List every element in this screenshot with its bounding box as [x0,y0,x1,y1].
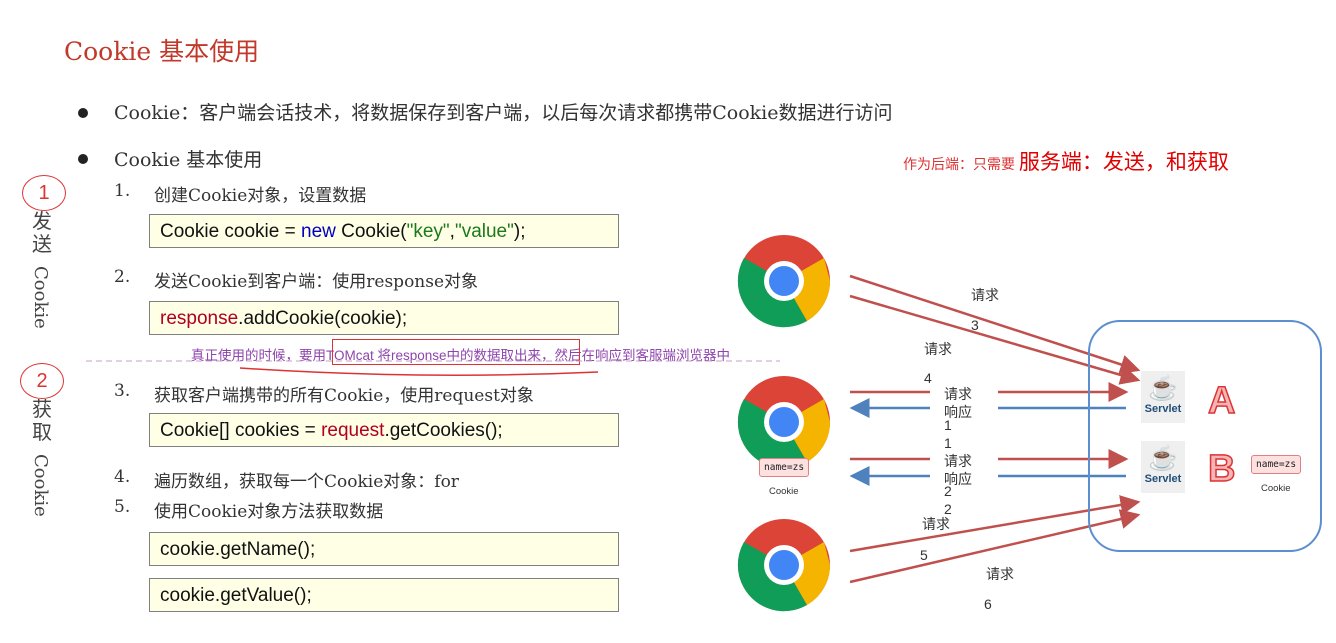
server-cookie-caption: Cookie [1261,483,1291,494]
request-arrow-3 [849,274,1141,375]
label-response-a: 响应 [944,404,972,420]
code-text: Cookie( [335,221,407,242]
code-get-name: cookie.getName(); [149,532,619,566]
char: 送 [32,232,52,256]
code-object: response [160,308,239,329]
code-object: request [321,420,385,441]
chrome-browser-icon-middle [737,376,831,469]
label-request-a: 请求 [944,386,972,402]
step-number: 2. [114,267,131,287]
backend-note-emphasis: 服务端：发送，和获取 [1018,151,1229,174]
bullet-dot [78,108,88,118]
code-create-cookie: Cookie cookie = new Cookie("key","value"… [149,214,619,248]
chrome-browser-icon-bottom [737,519,831,612]
char: 发 [32,209,52,233]
servlet-label: Servlet [1144,403,1182,415]
request-arrow-4 [849,294,1141,385]
servlet-b-letter: B [1207,447,1236,491]
bullet-definition: Cookie：客户端会话技术，将数据保存到客户端，以后每次请求都携带Cookie… [114,102,893,124]
marker-1-cookie: Cookie [30,266,51,329]
marker-2-cookie: Cookie [30,454,51,517]
code-text: .addCookie(cookie); [238,308,408,329]
step-number: 3. [114,381,131,401]
request-arrow-5 [849,495,1141,553]
label-num-2b: 2 [944,501,952,517]
server-container [1088,320,1322,552]
servlet-a: ☕ Servlet [1141,371,1185,423]
label-num-1b: 1 [944,435,952,451]
servlet-a-letter: A [1207,379,1236,423]
step-number: 4. [114,467,131,487]
label-num-1a: 1 [944,417,952,433]
label-num-5: 5 [920,547,928,563]
code-keyword: new [301,221,336,242]
label-num-6: 6 [984,596,992,612]
label-num-3: 3 [971,317,979,333]
separator-underline [239,367,599,376]
page-title: Cookie 基本使用 [64,37,260,66]
backend-note-prefix: 作为后端：只需要 [903,156,1019,172]
label-request-bottom-b: 请求 [986,566,1014,582]
code-add-cookie: response.addCookie(cookie); [149,301,619,335]
step-number: 5. [114,497,131,517]
code-text: Cookie cookie = [160,221,301,242]
code-get-value: cookie.getValue(); [149,578,619,612]
char: 获 [32,397,52,421]
marker-2: 2 [20,363,64,399]
java-cup-icon: ☕ [1148,444,1178,472]
bullet-basic-usage: Cookie 基本使用 [114,149,263,171]
code-string: "key" [406,221,450,242]
java-cup-icon: ☕ [1148,374,1178,402]
bullet-dot [78,154,88,164]
label-request-bottom-a: 请求 [922,516,950,532]
label-response-b: 响应 [944,471,972,487]
backend-note: 作为后端：只需要 服务端：发送，和获取 [903,146,1229,176]
step-send-cookie: 发送Cookie到客户端：使用response对象 [154,272,479,292]
browser-cookie-caption: Cookie [769,486,799,497]
label-request-top: 请求 [971,287,999,303]
label-num-2a: 2 [944,483,952,499]
marker-1-chars: 发 送 [32,210,52,256]
step-create-cookie: 创建Cookie对象，设置数据 [154,186,367,206]
marker-2-chars: 获 取 [32,398,52,444]
server-cookie-tag: name=zs [1251,455,1302,474]
code-text: .getCookies(); [384,420,503,441]
label-num-4: 4 [924,370,932,386]
code-string: "value" [454,221,514,242]
code-text: , [449,221,455,242]
step-get-cookies: 获取客户端携带的所有Cookie，使用request对象 [154,386,534,406]
code-text: Cookie[] cookies = [160,420,322,441]
step-get-data: 使用Cookie对象方法获取数据 [154,502,384,522]
tomcat-annotation: 真正使用的时候，要用TOMcat 将response中的数据取出来，然后在响应到… [191,348,731,363]
label-request-mid: 请求 [924,341,952,357]
step-iterate: 遍历数组，获取每一个Cookie对象：for [154,472,459,492]
code-get-cookies: Cookie[] cookies = request.getCookies(); [149,413,619,447]
annotation-highlight-box [332,339,580,365]
servlet-label: Servlet [1144,473,1182,485]
step-number: 1. [114,181,131,201]
code-text: ); [513,221,526,242]
label-request-b: 请求 [944,453,972,469]
browser-cookie-tag: name=zs [759,458,810,477]
servlet-b: ☕ Servlet [1141,441,1185,493]
char: 取 [32,420,52,444]
chrome-browser-icon-top [737,235,831,328]
marker-1: 1 [22,175,66,211]
